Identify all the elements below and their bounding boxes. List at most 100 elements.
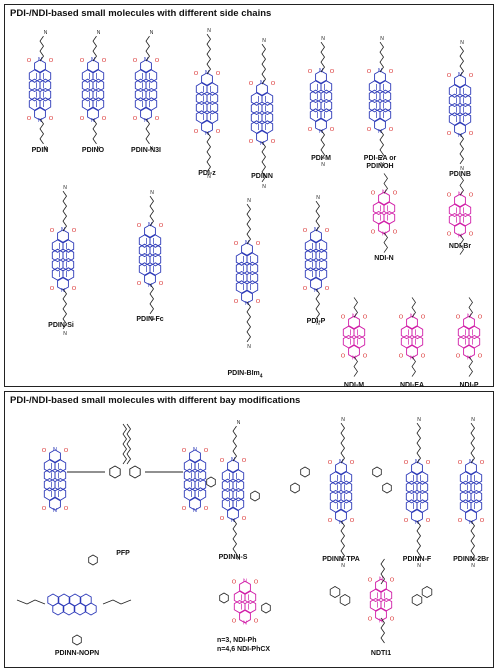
- svg-text:N: N: [193, 447, 197, 453]
- svg-text:O: O: [242, 458, 247, 464]
- svg-text:N: N: [415, 520, 419, 526]
- svg-text:O: O: [194, 71, 199, 77]
- svg-text:N: N: [410, 313, 414, 319]
- fluorene-ring: [109, 465, 121, 479]
- svg-text:O: O: [325, 228, 330, 234]
- label-PDI-M: PDI-M: [311, 155, 331, 162]
- svg-text:O: O: [330, 69, 335, 75]
- svg-text:O: O: [421, 354, 426, 360]
- svg-text:N: N: [458, 234, 462, 240]
- svg-text:O: O: [254, 619, 259, 625]
- svg-text:O: O: [42, 506, 47, 512]
- svg-text:N: N: [231, 457, 235, 463]
- svg-text:O: O: [399, 354, 404, 360]
- svg-text:O: O: [421, 314, 426, 320]
- svg-text:N: N: [319, 68, 323, 74]
- svg-text:N: N: [415, 459, 419, 465]
- svg-text:N: N: [378, 129, 382, 135]
- svg-text:N: N: [460, 40, 464, 46]
- svg-text:O: O: [64, 448, 69, 454]
- svg-text:N: N: [316, 321, 320, 327]
- label-PDINOH: PDINOH: [366, 163, 394, 170]
- phenyl-ring: [382, 482, 392, 494]
- svg-text:O: O: [234, 241, 239, 247]
- svg-text:O: O: [458, 460, 463, 466]
- svg-text:N: N: [97, 30, 101, 36]
- svg-text:O: O: [49, 58, 54, 64]
- svg-text:N: N: [467, 313, 471, 319]
- svg-text:O: O: [42, 448, 47, 454]
- svg-text:O: O: [371, 190, 376, 196]
- fluorene-ring: [411, 594, 423, 606]
- svg-text:O: O: [350, 518, 355, 524]
- svg-text:O: O: [469, 131, 474, 137]
- svg-text:N: N: [260, 141, 264, 147]
- svg-text:N: N: [247, 198, 251, 204]
- svg-text:N: N: [260, 80, 264, 86]
- svg-text:O: O: [371, 230, 376, 236]
- svg-text:N: N: [314, 227, 318, 233]
- svg-text:O: O: [480, 460, 485, 466]
- svg-text:O: O: [49, 116, 54, 122]
- svg-text:N: N: [237, 556, 241, 562]
- svg-text:O: O: [50, 228, 55, 234]
- phenyl-ring: [219, 592, 229, 604]
- svg-text:N: N: [471, 417, 475, 423]
- fluorene-ring: [421, 586, 433, 598]
- phenyl-ring: [290, 482, 300, 494]
- svg-text:O: O: [447, 131, 452, 137]
- svg-text:N: N: [378, 68, 382, 74]
- svg-text:N: N: [379, 576, 383, 582]
- svg-text:O: O: [480, 518, 485, 524]
- svg-text:O: O: [363, 314, 368, 320]
- label-PDIN-Fc: PDIN-Fc: [136, 316, 164, 323]
- svg-text:O: O: [426, 460, 431, 466]
- svg-text:N: N: [458, 72, 462, 78]
- svg-text:O: O: [367, 127, 372, 133]
- svg-text:O: O: [182, 506, 187, 512]
- svg-text:O: O: [458, 518, 463, 524]
- thiophene-ring: [250, 490, 260, 502]
- svg-text:O: O: [204, 448, 209, 454]
- svg-text:N: N: [247, 344, 251, 350]
- svg-text:N: N: [207, 28, 211, 34]
- svg-text:O: O: [249, 81, 254, 87]
- svg-text:O: O: [256, 241, 261, 247]
- svg-text:O: O: [399, 314, 404, 320]
- label-PDINO: PDINO: [81, 147, 105, 154]
- phenyl-ring: [72, 634, 82, 646]
- label-PDI-EA: PDI-EA or: [363, 155, 397, 162]
- svg-text:N: N: [341, 417, 345, 423]
- svg-text:N: N: [380, 162, 384, 168]
- label-NDTI1: NDTI1: [370, 650, 392, 657]
- svg-text:O: O: [447, 232, 452, 238]
- svg-text:O: O: [330, 127, 335, 133]
- svg-text:N: N: [341, 563, 345, 569]
- svg-text:O: O: [80, 116, 85, 122]
- svg-text:N: N: [38, 118, 42, 124]
- svg-text:O: O: [242, 516, 247, 522]
- svg-text:O: O: [182, 448, 187, 454]
- svg-text:N: N: [471, 563, 475, 569]
- svg-text:N: N: [243, 621, 247, 627]
- svg-text:O: O: [404, 460, 409, 466]
- svg-text:O: O: [389, 127, 394, 133]
- svg-text:O: O: [249, 139, 254, 145]
- svg-text:N: N: [321, 162, 325, 168]
- svg-text:O: O: [232, 619, 237, 625]
- svg-text:N: N: [97, 146, 101, 152]
- svg-text:O: O: [426, 518, 431, 524]
